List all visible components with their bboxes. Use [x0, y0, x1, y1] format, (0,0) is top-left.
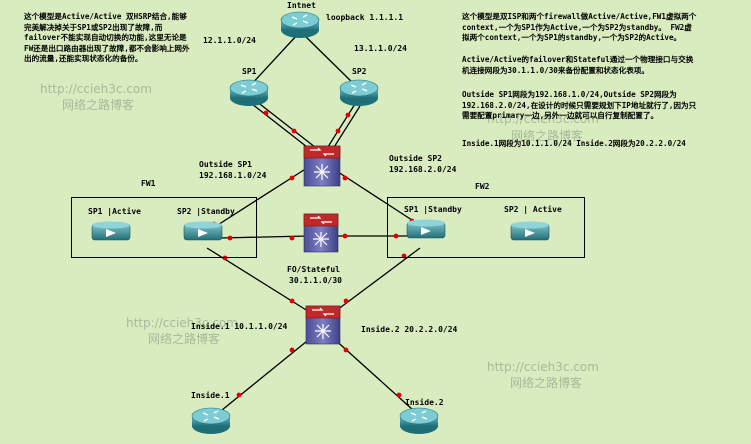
- watermark-url: http://ccieh3c.com: [487, 112, 599, 126]
- label-fw1-ctx-sp1: SP1 |Active: [88, 207, 141, 216]
- router-sp1-icon: [229, 79, 269, 106]
- watermark-url: http://ccieh3c.com: [126, 316, 238, 330]
- label-net13: 13.1.1.0/24: [354, 44, 407, 53]
- note-right-4: Inside.1网段为10.1.1.0/24 Inside.2网段为20.2.2…: [462, 139, 686, 148]
- label-fw1-ctx-sp2: SP2 |Standby: [177, 207, 235, 216]
- label-inside2: Inside.2: [405, 398, 444, 407]
- label-fo: FO/Stateful: [287, 265, 340, 274]
- watermark-blog: 网络之路博客: [511, 129, 584, 143]
- label-fw2: FW2: [475, 182, 490, 191]
- label-sp2: SP2: [352, 67, 367, 76]
- label-intnet: Intnet: [287, 1, 316, 10]
- watermark-blog: 网络之路博客: [62, 98, 135, 112]
- router-sp2-icon: [339, 79, 379, 106]
- label-net12: 12.1.1.0/24: [203, 36, 256, 45]
- fw1-box: [71, 197, 257, 258]
- watermark-url: http://ccieh3c.com: [40, 82, 152, 96]
- router-intnet-icon: [280, 11, 320, 38]
- watermark-url: http://ccieh3c.com: [487, 360, 599, 374]
- switch-core-icon: [303, 145, 341, 187]
- firewall-fw1-sp2-standby-icon: [183, 221, 223, 241]
- switch-inside-icon: [305, 305, 341, 345]
- watermark-blog: 网络之路博客: [148, 332, 221, 346]
- label-outside-sp2-net: 192.168.2.0/24: [389, 165, 457, 174]
- label-loopback: loopback 1.1.1.1: [326, 13, 404, 22]
- note-right-1: 这个模型是双ISP和两个firewall做Active/Active,FW1虚拟…: [462, 12, 697, 43]
- note-right-2: Active/Active的failover和Stateful通过一个物理接口与…: [462, 55, 694, 75]
- switch-failover-icon: [303, 213, 339, 253]
- label-outside-sp1: Outside SP1: [199, 160, 252, 169]
- watermark-blog: 网络之路博客: [510, 376, 583, 390]
- label-outside-sp1-net: 192.168.1.0/24: [199, 171, 267, 180]
- label-fw2-ctx-sp1: SP1 |Standby: [404, 205, 462, 214]
- label-inside2-net: Inside.2 20.2.2.0/24: [361, 325, 458, 334]
- firewall-fw1-sp1-active-icon: [91, 221, 131, 241]
- firewall-fw2-sp1-standby-icon: [406, 219, 446, 239]
- label-outside-sp2: Outside SP2: [389, 154, 442, 163]
- note-right-3: Outside SP1网段为192.168.1.0/24,Outside SP2…: [462, 90, 697, 121]
- note-left: 这个模型是Active/Active 双HSRP结合,能够完美解决掉关于SP1或…: [24, 12, 190, 64]
- label-fw1: FW1: [141, 179, 156, 188]
- label-sp1: SP1: [242, 67, 257, 76]
- fw2-box: [387, 197, 585, 258]
- router-inside1-icon: [191, 407, 231, 434]
- label-inside1: Inside.1: [191, 391, 230, 400]
- label-inside1-net: Inside.1 10.1.1.0/24: [191, 322, 288, 331]
- router-inside2-icon: [399, 407, 439, 434]
- label-fw2-ctx-sp2: SP2 | Active: [504, 205, 562, 214]
- firewall-fw2-sp2-active-icon: [510, 221, 550, 241]
- label-fo-net: 30.1.1.0/30: [289, 276, 342, 285]
